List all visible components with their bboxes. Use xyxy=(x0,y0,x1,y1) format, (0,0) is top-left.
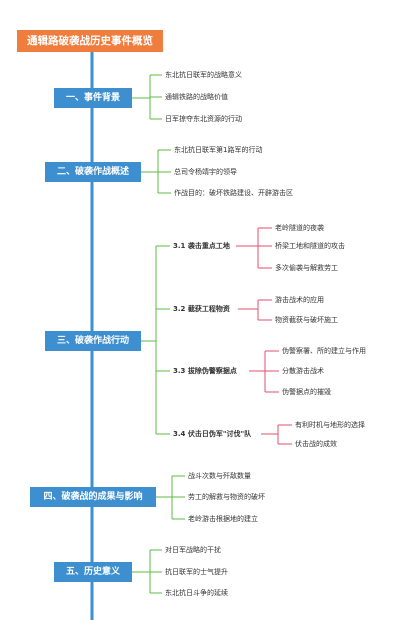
subsection-3-2-item-2: 物资截获与破坏施工 xyxy=(275,316,338,324)
section-1-item-2: 通辑铁路的战略价值 xyxy=(165,93,228,101)
section-4-item-1: 战斗次数与歼敌数量 xyxy=(188,472,251,480)
section-2-item-3: 作战目的：破坏铁路建设、开辟游击区 xyxy=(174,189,293,197)
section-5-item-3: 东北抗日斗争的延续 xyxy=(165,589,228,597)
map-title: 通辑路破袭战历史事件概览 xyxy=(17,30,163,52)
subsection-3-1-item-2: 桥梁工地和隧道的攻击 xyxy=(275,242,345,250)
section-5-item-1: 对日军战略的干扰 xyxy=(165,546,221,554)
subsection-3-2: 3.2 截获工程物资 xyxy=(173,305,230,313)
subsection-3-1-item-3: 多次偷袭与解救劳工 xyxy=(275,264,338,272)
section-2-item-1: 东北抗日联军第1路军的行动 xyxy=(174,146,263,154)
subsection-3-3: 3.3 拔除伪警察据点 xyxy=(173,367,237,375)
subsection-3-2-item-1: 游击战术的应用 xyxy=(275,296,324,304)
section-1: 一、事件背景 xyxy=(54,88,132,108)
subsection-3-4: 3.4 伏击日伪军"讨伐"队 xyxy=(173,430,252,438)
section-1-item-1: 东北抗日联军的战略意义 xyxy=(165,71,242,79)
subsection-3-4-item-2: 伏击战的成效 xyxy=(295,440,337,448)
section-5-item-2: 抗日联军的士气提升 xyxy=(165,568,228,576)
subsection-3-3-item-2: 分散游击战术 xyxy=(282,367,324,375)
subsection-3-3-item-1: 伪警察署、所的建立与作用 xyxy=(282,347,366,355)
subsection-3-1-item-1: 老岭隧道的夜袭 xyxy=(275,224,324,232)
subsection-3-1: 3.1 袭击重点工地 xyxy=(173,242,230,250)
section-3: 三、破袭作战行动 xyxy=(45,331,141,351)
section-1-item-3: 日军掠夺东北资源的行动 xyxy=(165,115,242,123)
subsection-3-3-item-3: 伪警据点的摧毁 xyxy=(282,388,331,396)
section-2: 二、破袭作战概述 xyxy=(45,162,141,182)
section-2-item-2: 总司令杨靖宇的领导 xyxy=(174,168,237,176)
section-4-item-3: 老岭游击根据地的建立 xyxy=(188,515,258,523)
section-4-item-2: 劳工的解救与物资的破坏 xyxy=(188,493,265,501)
subsection-3-4-item-1: 有利时机与地形的选择 xyxy=(295,421,365,429)
section-5: 五、历史意义 xyxy=(54,562,132,582)
section-4: 四、破袭战的成果与影响 xyxy=(30,487,156,507)
